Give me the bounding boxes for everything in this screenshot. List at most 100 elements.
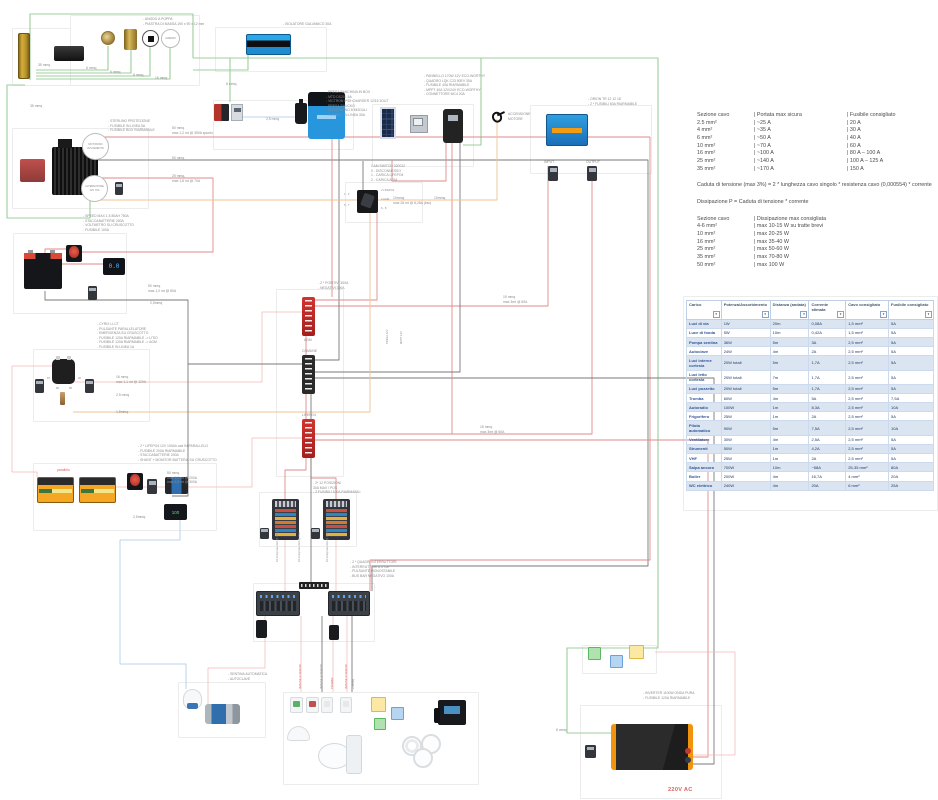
table-cell: 25-35 mm² (845, 462, 890, 473)
table-cell: WC elettrico (686, 480, 722, 491)
table-cell: 4m (769, 392, 810, 404)
info-cell: 25 mm² (697, 246, 716, 253)
table-cell: 5A (888, 327, 934, 338)
wire (193, 57, 659, 734)
inverter-fuse (585, 745, 596, 758)
info-row: Sezione cavo| Portata max sicura| Fusibi… (697, 112, 938, 120)
table-cell: 24W (720, 346, 771, 357)
diagram-label: 10 mmq max 2mt @ 70A (276, 532, 279, 562)
panel-blue (391, 707, 404, 720)
table-cell: 2,5 mm² (845, 411, 890, 422)
info-cell: 35 mm² (697, 254, 716, 261)
fusebox-2 (323, 499, 350, 540)
filter-dropdown-icon[interactable]: ▾ (925, 310, 932, 318)
inverter (611, 724, 693, 770)
wire (99, 119, 498, 201)
diagram-label: - 2 * POSITIVI 300A - NEGATIVI 300A (318, 281, 349, 290)
battery-switch (66, 245, 82, 262)
load-table-header-row: Carico▾Potenza/Assorbimento▾Distanza (an… (686, 300, 934, 320)
diagram-label: 4 AGM (381, 198, 390, 201)
table-cell: 1W (720, 318, 771, 329)
info-cell: 10 mm² (697, 231, 716, 238)
wire (82, 177, 214, 253)
dissipation-formula: Dissipazione P = Caduta di tensione * co… (697, 199, 809, 206)
electric-toilet (318, 735, 364, 779)
table-cell: 2A (808, 346, 847, 357)
table-cell: 36W (720, 336, 771, 348)
diagram-label: 25 mmq, max 1,8 mt @ 70A (172, 174, 201, 183)
info-cell: | 100 A – 125 A (847, 158, 884, 165)
shore-plug (295, 99, 307, 124)
info-cell: | ~35 A (754, 127, 771, 134)
panel-green (374, 718, 386, 730)
table-cell: 1,5 mm² (845, 318, 890, 329)
wire (44, 248, 66, 253)
inline-fuse (115, 182, 123, 195)
info-cell: | Portata max sicura (754, 112, 802, 118)
table-cell: Autoclave (686, 346, 722, 357)
diagram-label: - 2* 12 POSIZIONI 30A MAX / POS - 2 FUSI… (313, 481, 361, 495)
info-cell: | 30 A (847, 127, 861, 134)
info-cell: Sezione cavo (697, 215, 730, 222)
table-cell: 0,42A (808, 327, 847, 338)
wire (36, 49, 132, 74)
table-cell: 2A (808, 453, 847, 464)
diagram-label: 2,5mmq (133, 515, 146, 519)
wire (207, 616, 266, 704)
table-cell: 8,3A (808, 402, 847, 413)
info-cell: 10 mm² (697, 142, 716, 149)
wire (315, 143, 461, 373)
info-cell: 6 mm² (697, 135, 713, 142)
info-cell: | ~70 A (754, 142, 771, 149)
info-cell: | Fusibile consigliato (847, 112, 896, 118)
diagram-label: 10mmq (434, 196, 446, 200)
diagram-label: - ANODO A POPPA - PIASTRA DI MASSA 190 x… (143, 17, 205, 26)
table-cell: 5A (888, 443, 934, 455)
diagram-label: - INVERTER 1100W ONDA PURA - FUSIBILE 12… (643, 691, 695, 700)
diagram-label: 6 mmq (110, 70, 121, 74)
wire (29, 13, 194, 80)
diagram-label: 5 - 7 (344, 204, 350, 207)
diagram-label: 8 mmq (556, 728, 567, 732)
info-cell: | max 10-15 W su tratte brevi (754, 223, 824, 230)
diagram-label: 10 mmq max 2mt @ 70A (326, 532, 329, 562)
wire (6, 84, 91, 219)
wire (391, 143, 447, 182)
info-cell: 16 mm² (697, 150, 716, 157)
diagram-label: 220V AC (668, 787, 693, 793)
filter-dropdown-icon[interactable]: ▾ (800, 310, 808, 318)
diagram-label: 35 mmq (38, 63, 51, 67)
diagram-label: MPPT 12V (400, 331, 403, 344)
sterling-protect (20, 159, 45, 182)
table-cell: 2A (808, 411, 847, 422)
table-cell: 5m (769, 383, 810, 394)
filter-dropdown-icon[interactable]: ▾ (837, 310, 845, 318)
filter-dropdown-icon[interactable]: ▾ (761, 310, 769, 318)
fuse-100a (88, 286, 97, 300)
junction-box (410, 115, 428, 133)
diagram-label: TROMBA (331, 677, 334, 690)
filter-dropdown-icon[interactable]: ▾ (880, 310, 888, 318)
table-cell: 90W (720, 420, 771, 436)
table-cell: 2,5 mm² (845, 369, 890, 385)
info-row: 16 mm²| max 35-40 W (697, 239, 938, 247)
lifepo4-battery-1 (37, 477, 74, 503)
table-cell: 25A (888, 480, 934, 491)
busbar-comune (302, 355, 315, 394)
table-cell: 100W (720, 402, 771, 413)
wire (284, 336, 307, 499)
load-table: Carico▾Potenza/Assorbimento▾Distanza (an… (686, 300, 934, 491)
diagram-label: 2,5mmq (150, 301, 163, 305)
diagram-label: - ISOLATORE GALVANICO 30A (283, 22, 332, 26)
table-cell: 1m (769, 402, 810, 413)
table-cell: Luce di fonda (686, 327, 722, 338)
voltage-drop-formula: Caduta di tensione (max 3%) = 2 * lunghe… (697, 182, 932, 189)
diagram-label: 2,5mmq (352, 679, 355, 689)
filter-dropdown-icon[interactable]: ▾ (712, 310, 720, 318)
table-cell: 2,5 mm² (845, 402, 890, 413)
